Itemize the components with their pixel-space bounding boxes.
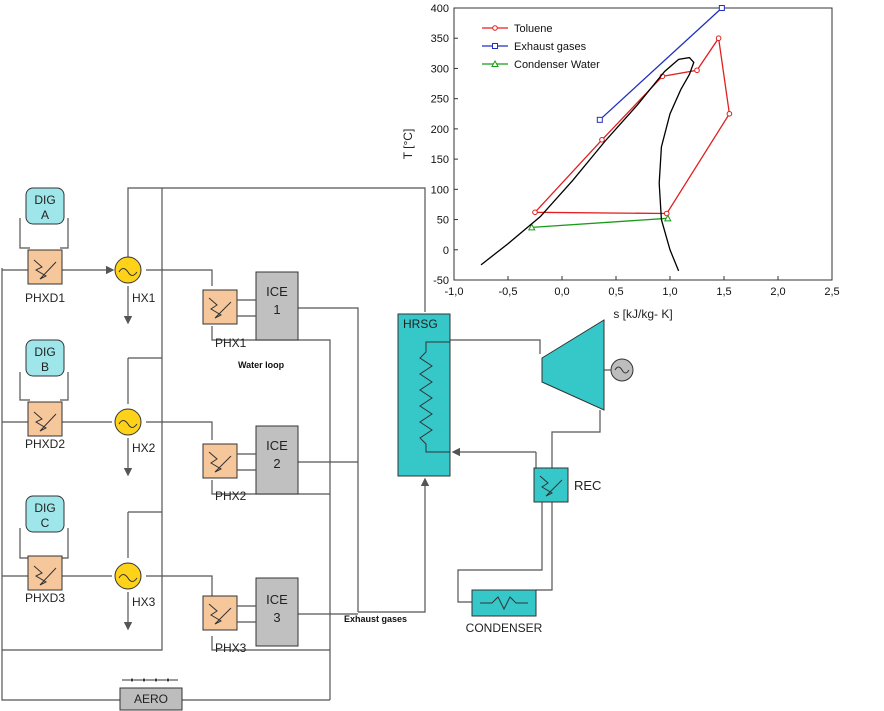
ice-1-line1: ICE <box>266 284 288 299</box>
ice-2: ICE 2 <box>255 425 299 495</box>
phxd3-exchanger <box>27 555 63 591</box>
generator-icon <box>610 358 634 382</box>
ts-chart: -1,0 -0,5 0,0 0,5 1,0 1,5 2,0 2,5 -50 0 50 100 150 20… <box>401 3 840 321</box>
phx1-label: PHX1 <box>215 336 247 350</box>
y-tick-label: 150 <box>431 154 449 166</box>
ice-2-line1: ICE <box>266 438 288 453</box>
x-tick-label: -0,5 <box>499 286 518 298</box>
recuperator <box>533 467 569 503</box>
series-point-2 <box>663 214 672 222</box>
phxd1-label: PHXD1 <box>25 291 65 305</box>
digester-a-line2: A <box>41 208 49 222</box>
series-point-0 <box>532 209 538 216</box>
unit-1: DIG A PHXD1 HX1 PHX1 ICE 1 <box>25 187 299 350</box>
series-line-3 <box>480 56 695 272</box>
chart-series <box>480 5 733 272</box>
digester-b-line1: DIG <box>34 345 55 359</box>
hrsg: HRSG <box>397 313 451 477</box>
x-tick-label: -1,0 <box>445 286 464 298</box>
series-line-2 <box>531 217 668 229</box>
x-tick-label: 2,5 <box>824 286 839 298</box>
series-point-0 <box>726 110 733 117</box>
hx1-exchanger <box>114 256 142 284</box>
ice-1: ICE 1 <box>255 271 299 341</box>
turbine <box>541 319 605 411</box>
phx1-exchanger <box>202 289 238 325</box>
digester-a-line1: DIG <box>34 193 55 207</box>
digester-a: DIG A <box>25 187 65 225</box>
digester-c-line1: DIG <box>34 501 55 515</box>
x-tick-label: 1,5 <box>716 286 731 298</box>
series-point-0 <box>694 67 700 74</box>
digester-c-line2: C <box>41 516 50 530</box>
ice-3-line2: 3 <box>273 610 280 625</box>
phx2-label: PHX2 <box>215 489 247 503</box>
hx1-label: HX1 <box>132 291 156 305</box>
series-line-1 <box>599 7 723 121</box>
x-tick-label: 2,0 <box>770 286 785 298</box>
legend-label: Exhaust gases <box>514 41 587 53</box>
phx2-exchanger <box>202 443 238 479</box>
hx3-label: HX3 <box>132 595 156 609</box>
digester-c: DIG C <box>25 495 65 533</box>
y-tick-label: 0 <box>443 245 449 257</box>
condenser <box>471 589 537 617</box>
legend-marker <box>492 25 498 31</box>
aero-label: AERO <box>134 692 168 706</box>
hx2-label: HX2 <box>132 441 156 455</box>
digester-b: DIG B <box>25 339 65 377</box>
x-tick-label: 1,0 <box>662 286 677 298</box>
x-tick-label: 0,5 <box>608 286 623 298</box>
ice-3: ICE 3 <box>255 577 299 647</box>
y-tick-label: 100 <box>431 184 449 196</box>
hrsg-label: HRSG <box>403 317 438 331</box>
y-tick-label: 400 <box>431 3 449 15</box>
chart-ylabel: T [°C] <box>401 129 415 160</box>
ice-3-line1: ICE <box>266 592 288 607</box>
legend-marker <box>491 59 499 67</box>
y-tick-label: 50 <box>437 215 449 227</box>
phxd1-exchanger <box>27 249 63 285</box>
legend-marker <box>492 43 498 49</box>
aero-cooler: AERO <box>119 678 183 711</box>
water-loop-label: Water loop <box>238 360 285 370</box>
ice-2-line2: 2 <box>273 456 280 471</box>
x-tick-label: 0,0 <box>554 286 569 298</box>
series-point-1 <box>718 5 725 11</box>
phxd3-label: PHXD3 <box>25 591 65 605</box>
unit-2: DIG B PHXD2 HX2 PHX2 ICE 2 <box>25 339 299 503</box>
digester-b-line2: B <box>41 360 49 374</box>
series-point-0 <box>663 210 670 217</box>
chart-xlabel: s [kJ/kg- K] <box>613 307 672 321</box>
series-point-1 <box>596 116 603 123</box>
ice-1-line2: 1 <box>273 302 280 317</box>
hx2-exchanger <box>114 408 142 436</box>
condenser-label: CONDENSER <box>466 621 543 635</box>
series-line-0 <box>534 36 731 215</box>
chart-plot-area <box>453 7 833 281</box>
phxd2-exchanger <box>27 401 63 437</box>
y-tick-label: 200 <box>431 124 449 136</box>
phxd2-label: PHXD2 <box>25 437 65 451</box>
y-tick-label: -50 <box>433 275 449 287</box>
legend-label: Toluene <box>514 23 553 35</box>
phx3-exchanger <box>202 595 238 631</box>
series-point-2 <box>527 223 536 231</box>
phx3-label: PHX3 <box>215 641 247 655</box>
series-point-0 <box>599 136 605 143</box>
fan-icon <box>122 678 178 682</box>
chart-ticks: -1,0 -0,5 0,0 0,5 1,0 1,5 2,0 2,5 -50 0 50 100 150 20… <box>431 3 840 298</box>
legend-label: Condenser Water <box>514 59 600 71</box>
y-tick-label: 250 <box>431 94 449 106</box>
series-point-0 <box>715 35 722 42</box>
hx3-exchanger <box>114 562 142 590</box>
exhaust-gases-label: Exhaust gases <box>344 614 407 624</box>
y-tick-label: 350 <box>431 33 449 45</box>
y-tick-label: 300 <box>431 63 449 75</box>
rec-label: REC <box>574 478 601 493</box>
unit-3: DIG C PHXD3 HX3 PHX3 ICE 3 <box>25 495 299 655</box>
